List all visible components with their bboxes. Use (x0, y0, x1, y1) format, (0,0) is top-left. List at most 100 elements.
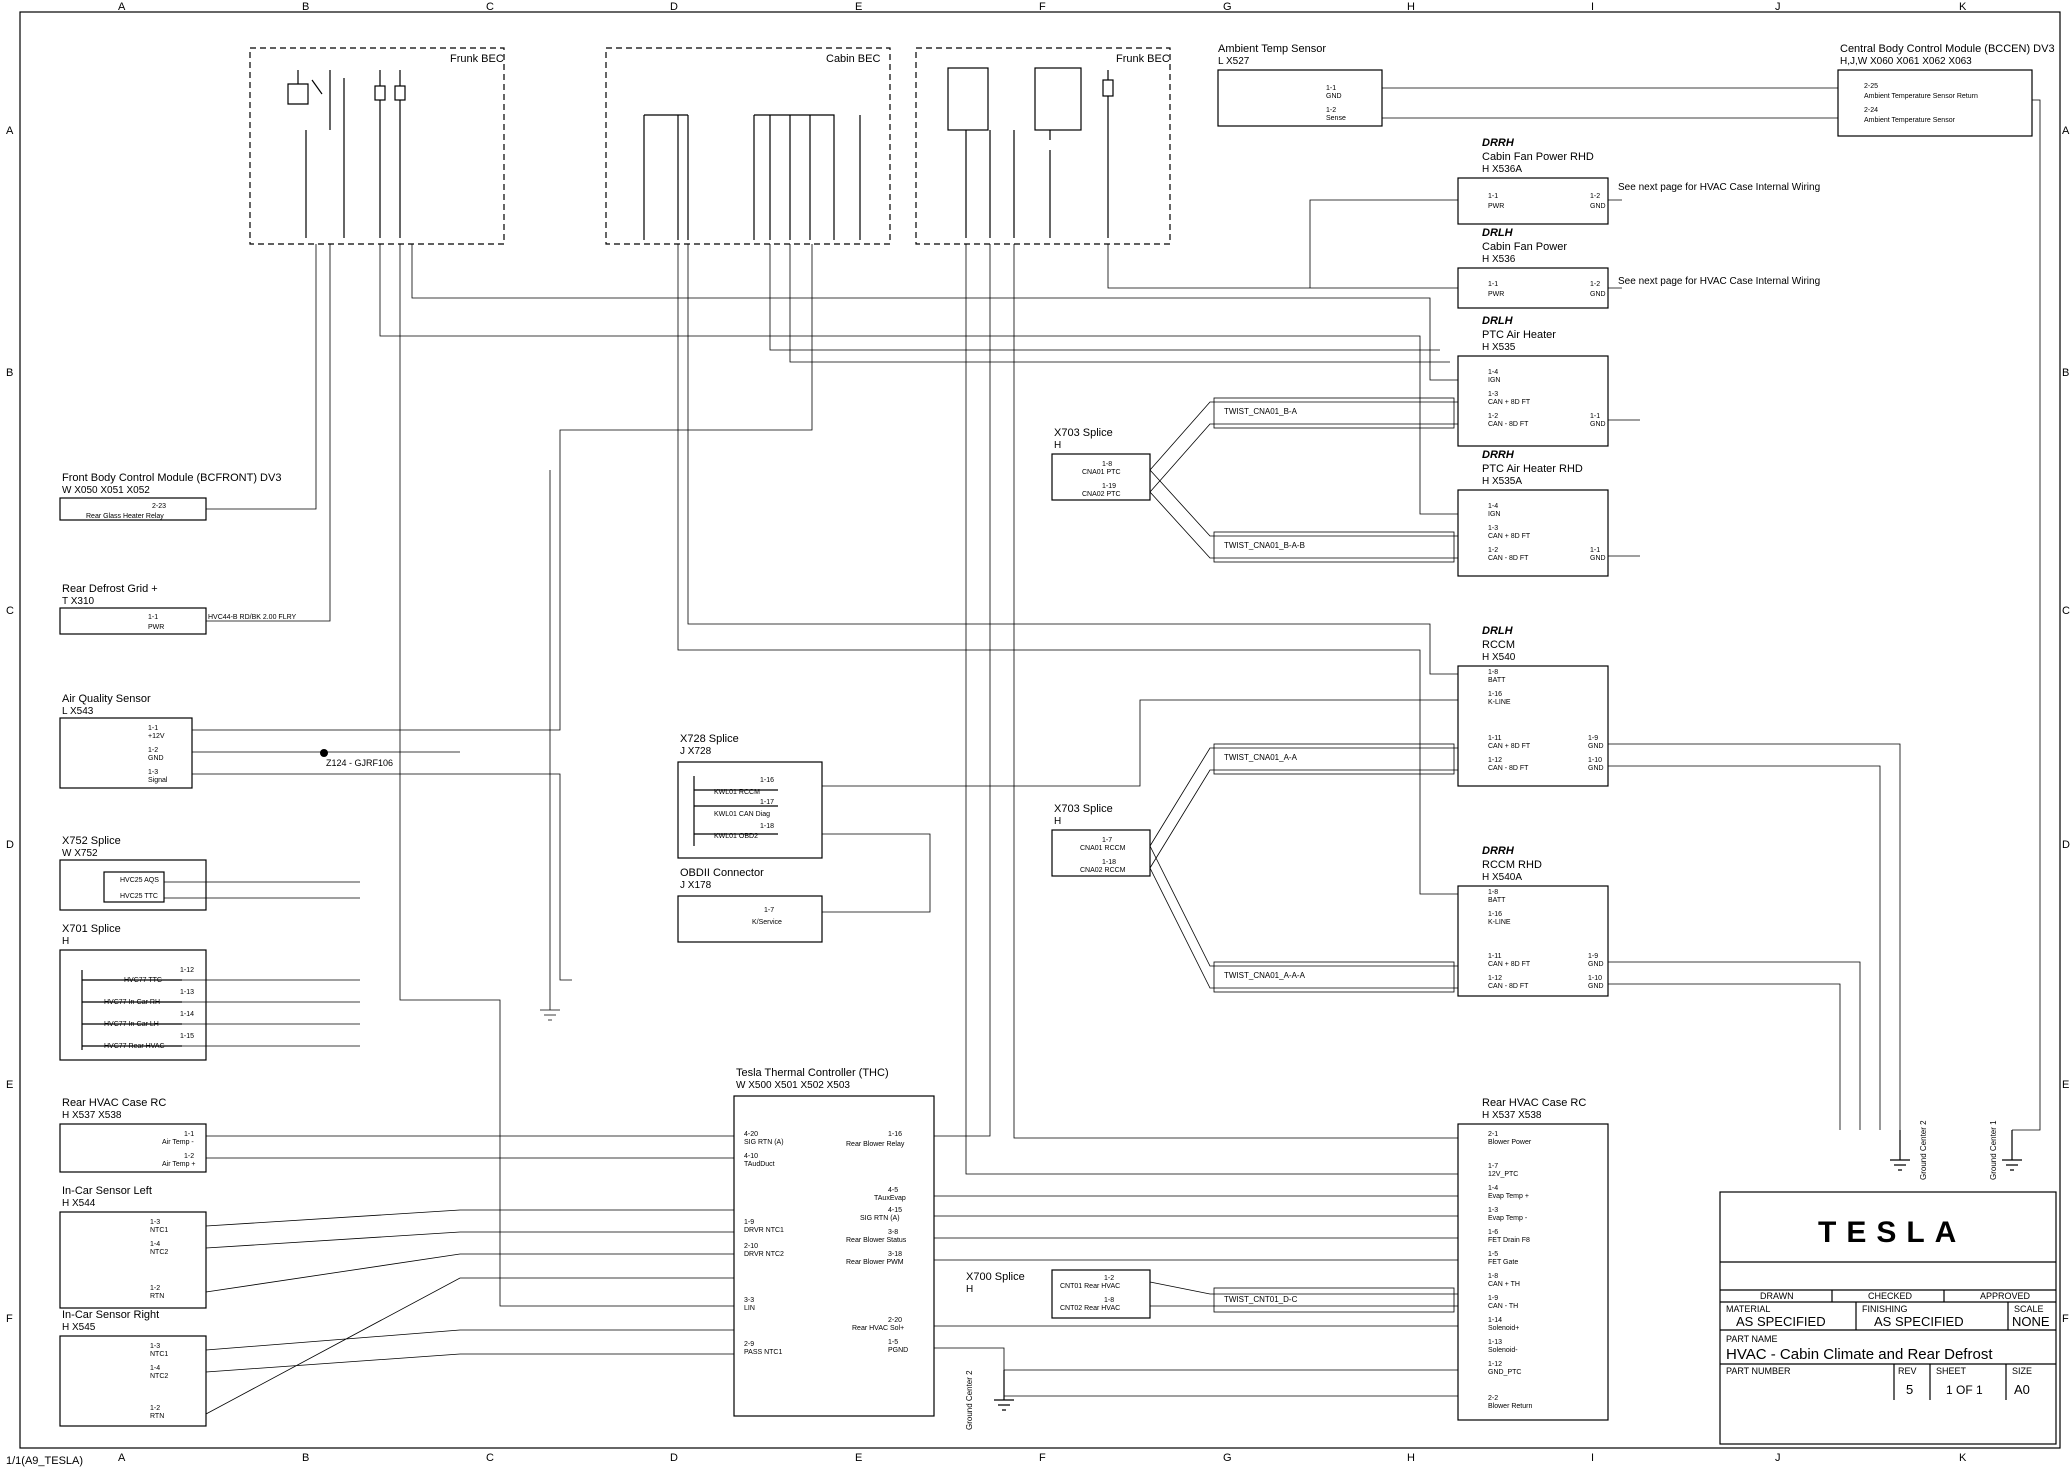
pin-label: IGN (1488, 511, 1500, 518)
pin-label: CAN + 8D FT (1488, 743, 1531, 750)
pin-number: 1-14 (180, 1011, 194, 1018)
col-label: H (1407, 1452, 1415, 1464)
pin-label: GND (1588, 765, 1604, 772)
pin-number: 1-13 (180, 989, 194, 996)
pin-number: 1-1 (1488, 193, 1498, 200)
col-label: F (1039, 1452, 1046, 1464)
pin-label: Solenoid+ (1488, 1325, 1519, 1332)
col-label: J (1775, 1, 1781, 13)
col-label: E (855, 1, 862, 13)
pin-number: 1-3 (150, 1343, 160, 1350)
housing-title: Frunk BEC (450, 53, 504, 65)
pin-number: 1-18 (760, 823, 774, 830)
pin-label: Blower Power (1488, 1139, 1532, 1146)
pin-number: 1-2 (1590, 281, 1600, 288)
component-title: PTC Air Heater (1482, 329, 1556, 341)
variant-tag: DRRH (1482, 137, 1515, 149)
pin-label: CNA01 RCCM (1080, 845, 1126, 852)
component-title: X700 Splice (966, 1271, 1025, 1283)
rccm-rhd: DRRH RCCM RHD H X540A 1-8 BATT 1-16 K-LI… (1457, 845, 1609, 997)
pin-label: CNT01 Rear HVAC (1060, 1283, 1120, 1290)
component-title: X701 Splice (62, 923, 121, 935)
pin-number: 1-2 (1590, 193, 1600, 200)
pin-label: KWL01 CAN Diag (714, 811, 770, 818)
material-value: AS SPECIFIED (1736, 1314, 1826, 1329)
pin-label: GND (1588, 983, 1604, 990)
part-number-label: PART NUMBER (1726, 1366, 1791, 1376)
component-title: Ambient Temp Sensor (1218, 43, 1326, 55)
col-label: I (1591, 1452, 1594, 1464)
col-label: B (302, 1, 309, 13)
pin-label: KWL01 OBD2 (714, 833, 758, 840)
twist-label: TWIST_CNA01_A-A (1224, 753, 1298, 762)
pin-label: NTC1 (150, 1351, 168, 1358)
bcfront-module: Front Body Control Module (BCFRONT) DV3 … (59, 472, 281, 521)
pin-label: +12V (148, 733, 165, 740)
pin-label: DRVR NTC2 (744, 1251, 784, 1258)
rear-hvac-case-rc-right: Rear HVAC Case RC H X537 X538 2-1 Blower… (1457, 1097, 1609, 1421)
component-title: In-Car Sensor Right (62, 1309, 159, 1321)
col-label: F (1039, 1, 1046, 13)
pin-number: 4-15 (888, 1207, 902, 1214)
pin-number: 1-2 (148, 747, 158, 754)
pin-label: Rear Blower PWM (846, 1259, 904, 1266)
component-title: Cabin Fan Power RHD (1482, 151, 1594, 163)
pin-number: 1-14 (1488, 1317, 1502, 1324)
component-title: RCCM (1482, 639, 1515, 651)
cabin-fan-power-rhd: DRRH Cabin Fan Power RHD H X536A 1-1 PWR… (1457, 137, 1820, 225)
x752-splice: X752 Splice W X752 HVC25 AQS HVC25 TTC (59, 835, 207, 911)
pin-label: GND (1590, 555, 1606, 562)
pin-label: IGN (1488, 377, 1500, 384)
component-codes: W X500 X501 X502 X503 (736, 1080, 850, 1091)
pin-label: BATT (1488, 897, 1506, 904)
twist-label: TWIST_CNT01_D-C (1224, 1295, 1298, 1304)
pin-label: Signal (148, 777, 168, 784)
pin-number: 1-12 (180, 967, 194, 974)
scale-value: NONE (2012, 1314, 2050, 1329)
rear-defrost-grid: Rear Defrost Grid + T X310 1-1 PWR HVC44… (59, 583, 297, 635)
component-codes: L X527 (1218, 56, 1250, 67)
pin-number: 1-9 (744, 1219, 754, 1226)
col-label: K (1959, 1, 1967, 13)
pin-number: 1-8 (1488, 1273, 1498, 1280)
bccen-module: Central Body Control Module (BCCEN) DV3 … (1837, 43, 2055, 137)
air-quality-sensor: Air Quality Sensor L X543 1-1 +12V 1-2 G… (59, 693, 393, 789)
pin-label: DRVR NTC1 (744, 1227, 784, 1234)
tesla-logo: TESLA (1818, 1216, 1966, 1249)
pin-label: GND (1588, 743, 1604, 750)
pin-label: GND (148, 755, 164, 762)
pin-number: 1-8 (1488, 889, 1498, 896)
pin-label: HVC77 In-Car LH (104, 1021, 159, 1028)
component-codes: H X540 (1482, 652, 1516, 663)
variant-tag: DRLH (1482, 315, 1514, 327)
grid-labels: A B C D E F G H I J K A B C D E F G H I … (6, 1, 2070, 1464)
finishing-value: AS SPECIFIED (1874, 1314, 1964, 1329)
pin-number: 1-4 (1488, 503, 1498, 510)
pin-number: 1-1 (148, 614, 158, 621)
pin-number: 1-19 (1102, 483, 1116, 490)
pin-label: PWR (1488, 203, 1504, 210)
col-label: G (1223, 1, 1232, 13)
pin-label: Ambient Temperature Sensor (1864, 117, 1956, 124)
pin-number: 1-2 (1488, 413, 1498, 420)
size-label: SIZE (2012, 1366, 2032, 1376)
component-codes: L X543 (62, 706, 94, 717)
thermal-controller: Tesla Thermal Controller (THC) W X500 X5… (733, 1067, 935, 1417)
component-codes: H X536 (1482, 254, 1516, 265)
note-text: See next page for HVAC Case Internal Wir… (1618, 182, 1820, 193)
col-label: I (1591, 1, 1594, 13)
splice-node: Z124 - GJRF106 (326, 758, 393, 768)
col-label: D (670, 1452, 678, 1464)
pin-number: 1-8 (1102, 461, 1112, 468)
pin-number: 2-25 (1864, 83, 1878, 90)
pin-number: 2-24 (1864, 107, 1878, 114)
twist-label: TWIST_CNA01_B-A (1224, 407, 1298, 416)
scale-label: SCALE (2014, 1304, 2044, 1314)
pin-number: 1-2 (184, 1153, 194, 1160)
pin-label: HVC77 Rear HVAC (104, 1043, 165, 1050)
component-title: Rear HVAC Case RC (1482, 1097, 1586, 1109)
row-label: E (6, 1079, 13, 1091)
pin-label: GND (1588, 961, 1604, 968)
pin-number: 1-17 (760, 799, 774, 806)
component-title: Rear HVAC Case RC (62, 1097, 166, 1109)
